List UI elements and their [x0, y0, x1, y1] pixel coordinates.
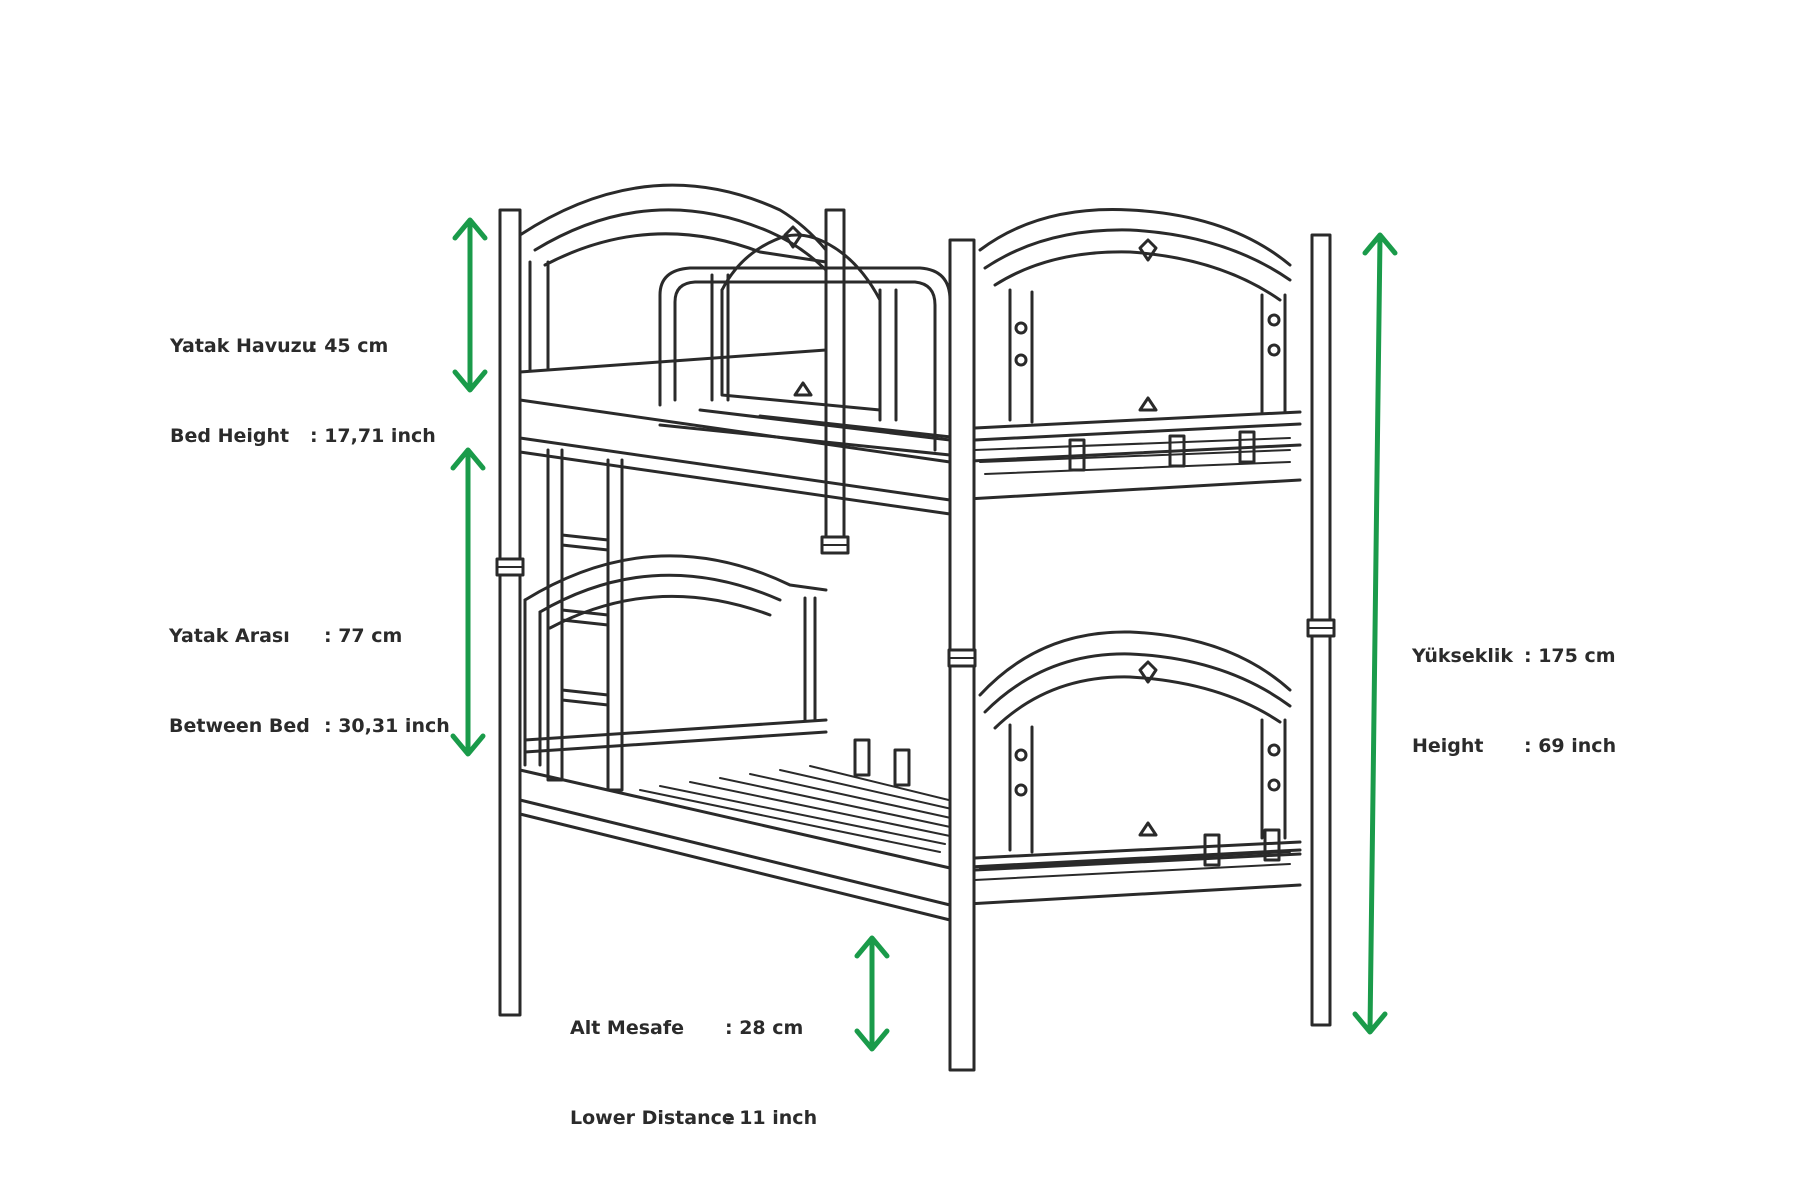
lower-distance-tr-row: Alt Mesafe : 28 cm [570, 1013, 817, 1043]
front-posts [498, 208, 976, 1072]
total-height-tr-label: Yükseklik [1412, 645, 1514, 667]
dimension-arrows [450, 217, 1398, 1052]
bed-height-tr-row: Yatak Havuzu: 45 cm [170, 331, 436, 361]
total-height-en-row: Height : 69 inch [1412, 731, 1616, 761]
lower-distance-tr-label: Alt Mesafe [570, 1017, 684, 1039]
lower-distance-arrow [854, 935, 890, 1052]
lower-deck [518, 738, 1302, 922]
total-height-label: Yükseklik : 175 cm Height : 69 inch [1412, 581, 1616, 791]
lower-distance-label: Alt Mesafe : 28 cm Lower Distance: 11 inc… [570, 953, 817, 1163]
total-height-en-value: : 69 inch [1524, 735, 1617, 757]
upper-right-headboard [973, 208, 1302, 442]
lower-distance-en-value: : 11 inch [725, 1107, 818, 1129]
between-bed-tr-row: Yatak Arası : 77 cm [169, 621, 450, 651]
between-bed-arrow [450, 447, 486, 757]
total-height-tr-value: : 175 cm [1524, 645, 1616, 667]
bed-height-en-row: Bed Height : 17,71 inch [170, 421, 436, 451]
between-bed-tr-label: Yatak Arası [169, 625, 290, 647]
lower-distance-en-label: Lower Distance [570, 1107, 735, 1129]
bed-height-arrow [452, 217, 488, 393]
bed-height-en-value: : 17,71 inch [310, 425, 436, 447]
bed-height-label: Yatak Havuzu: 45 cm Bed Height : 17,71 in… [170, 271, 436, 481]
total-height-arrow [1352, 232, 1398, 1035]
upper-front-panel [658, 225, 952, 452]
lower-right-headboard [973, 630, 1302, 872]
rear-posts [824, 208, 1332, 1027]
between-bed-en-value: : 30,31 inch [324, 715, 450, 737]
total-height-tr-row: Yükseklik : 175 cm [1412, 641, 1616, 671]
lower-distance-tr-value: : 28 cm [725, 1017, 804, 1039]
between-bed-en-row: Between Bed : 30,31 inch [169, 711, 450, 741]
between-bed-tr-value: : 77 cm [324, 625, 403, 647]
ladder [546, 448, 624, 792]
between-bed-en-label: Between Bed [169, 715, 310, 737]
lower-distance-en-row: Lower Distance: 11 inch [570, 1103, 817, 1133]
bed-height-en-label: Bed Height [170, 425, 290, 447]
bed-frame [495, 183, 1336, 1072]
bed-height-tr-value: : 45 cm [310, 335, 389, 357]
bed-height-tr-label: Yatak Havuzu [170, 335, 316, 357]
lower-left-headboard [523, 554, 828, 767]
total-height-en-label: Height [1412, 735, 1484, 757]
between-bed-label: Yatak Arası : 77 cm Between Bed : 30,31 in… [169, 561, 450, 771]
